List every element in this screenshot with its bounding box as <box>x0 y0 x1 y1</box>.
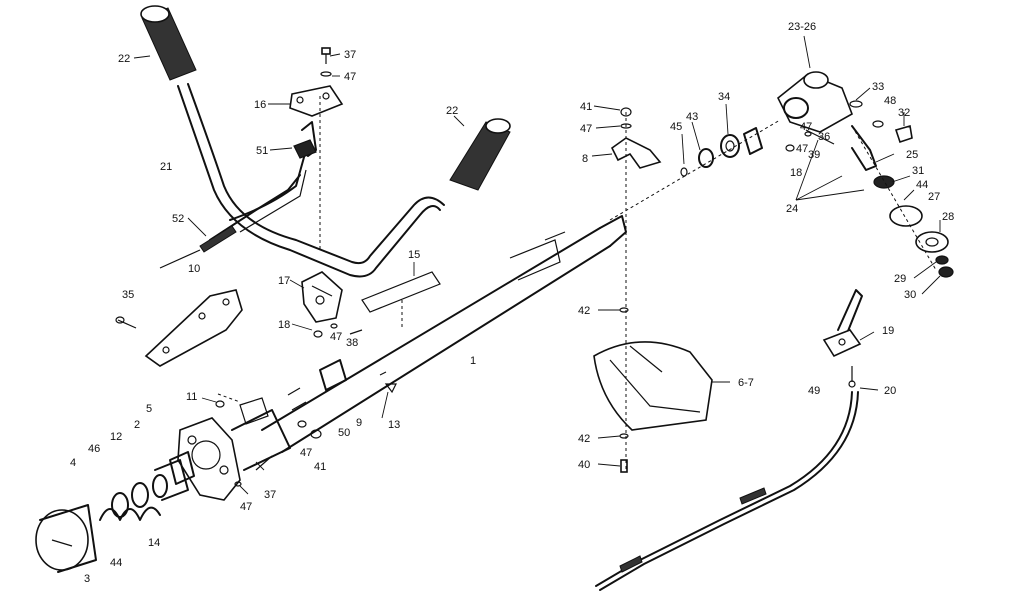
clutch-housing <box>169 359 347 501</box>
callout-6-7: 6-7 <box>738 377 754 389</box>
callout-17: 17 <box>278 275 290 287</box>
main-shaft-tube <box>261 215 627 453</box>
callout-24: 24 <box>786 203 798 215</box>
hardware-small <box>215 323 397 487</box>
callout-48: 48 <box>884 95 896 107</box>
callout-50: 50 <box>338 427 350 439</box>
callout-47-clamp: 47 <box>580 123 592 135</box>
callout-32: 32 <box>898 107 910 119</box>
callout-37-top: 37 <box>344 49 356 61</box>
callout-52: 52 <box>172 213 184 225</box>
callout-1: 1 <box>470 355 476 367</box>
callout-30: 30 <box>904 289 916 301</box>
callout-10: 10 <box>188 263 200 275</box>
callout-8: 8 <box>582 153 588 165</box>
callout-33: 33 <box>872 81 884 93</box>
drive-bearings <box>680 127 763 177</box>
callout-18-left: 18 <box>278 319 290 331</box>
callout-41-lower: 41 <box>314 461 326 473</box>
callout-38: 38 <box>346 337 358 349</box>
gear-head <box>776 71 954 278</box>
callout-2: 2 <box>134 419 140 431</box>
throttle-trigger <box>595 289 863 591</box>
callout-47-head-a: 47 <box>800 121 812 133</box>
callout-labels: 22 37 47 16 51 21 52 10 22 17 15 35 18 4… <box>70 21 954 585</box>
label-plate <box>361 271 441 313</box>
blade-guard <box>593 341 713 431</box>
callout-49: 49 <box>808 385 820 397</box>
callout-45: 45 <box>670 121 682 133</box>
callout-31: 31 <box>912 165 924 177</box>
callout-36: 36 <box>818 131 830 143</box>
callout-37-lower: 37 <box>264 489 276 501</box>
callout-22-grip-right: 22 <box>446 105 458 117</box>
callout-19: 19 <box>882 325 894 337</box>
leader-lines <box>133 35 941 495</box>
callout-18-right: 18 <box>790 167 802 179</box>
callout-47-bottom: 47 <box>240 501 252 513</box>
callout-13: 13 <box>388 419 400 431</box>
callout-47-mid: 47 <box>330 331 342 343</box>
callout-5: 5 <box>146 403 152 415</box>
grip-left <box>140 5 197 81</box>
callout-44-head: 44 <box>916 179 928 191</box>
clutch-drum <box>35 459 189 573</box>
callout-14: 14 <box>148 537 160 549</box>
callout-25: 25 <box>906 149 918 161</box>
callout-47-lower: 47 <box>300 447 312 459</box>
callout-3: 3 <box>84 573 90 585</box>
callout-21: 21 <box>160 161 172 173</box>
callout-15: 15 <box>408 249 420 261</box>
callout-34: 34 <box>718 91 730 103</box>
callout-23-26: 23-26 <box>788 21 816 33</box>
callout-22-grip-left: 22 <box>118 53 130 65</box>
callout-44-drum: 44 <box>110 557 122 569</box>
callout-40: 40 <box>578 459 590 471</box>
callout-9: 9 <box>356 417 362 429</box>
callout-28: 28 <box>942 211 954 223</box>
callout-27: 27 <box>928 191 940 203</box>
callout-46: 46 <box>88 443 100 455</box>
callout-4: 4 <box>70 457 76 469</box>
callout-51: 51 <box>256 145 268 157</box>
callout-41-top: 41 <box>580 101 592 113</box>
callout-35: 35 <box>122 289 134 301</box>
callout-43: 43 <box>686 111 698 123</box>
throttle-bracket <box>289 47 344 159</box>
callout-16: 16 <box>254 99 266 111</box>
callout-29: 29 <box>894 273 906 285</box>
callout-42-upper: 42 <box>578 305 590 317</box>
callout-12: 12 <box>110 431 122 443</box>
callout-39: 39 <box>808 149 820 161</box>
guard-bracket <box>115 289 243 367</box>
callout-47-head-b: 47 <box>796 143 808 155</box>
callout-20: 20 <box>884 385 896 397</box>
grip-right <box>449 118 511 191</box>
handle-clamp <box>301 271 343 323</box>
callout-11: 11 <box>186 391 197 403</box>
handlebar <box>177 83 445 278</box>
callout-47-top: 47 <box>344 71 356 83</box>
callout-42-lower: 42 <box>578 433 590 445</box>
assembly-lines <box>209 96 937 470</box>
